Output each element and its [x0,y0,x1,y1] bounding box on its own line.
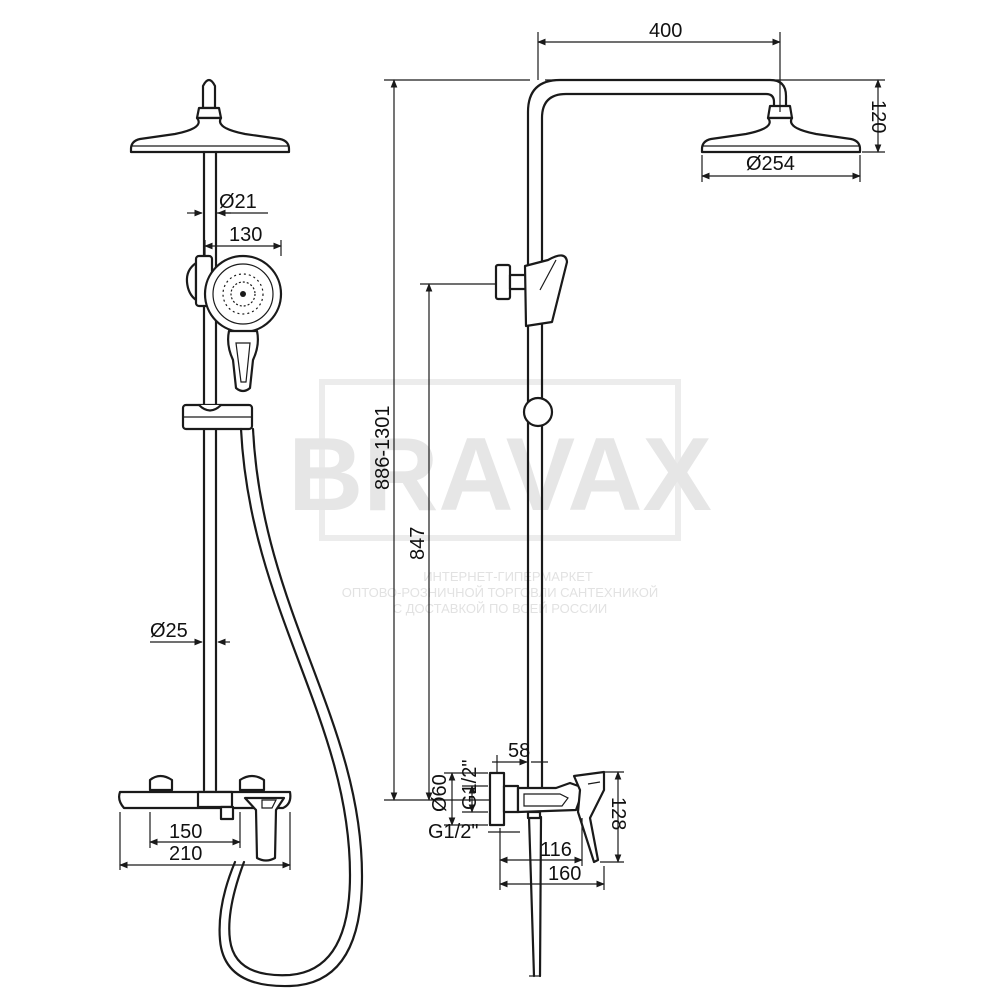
side-mixer [488,770,606,864]
dim-inlet-thread-bottom: G1/2" [428,821,478,843]
front-hand-shower [203,254,283,393]
dim-arm-length: 400 [649,20,682,42]
dim-flange-diameter: Ø60 [429,774,451,812]
dim-projection-outer: 160 [548,863,581,885]
dim-hand-shower-width: 130 [229,224,262,246]
watermark-logo-frame [319,379,681,541]
dim-mixer-total-width: 210 [169,843,202,865]
dim-mount-height: 847 [407,527,429,560]
overhead-shower-head [129,78,291,154]
front-main-pipe [202,150,218,792]
dim-head-diameter: Ø254 [746,153,795,175]
side-slide-holder [522,396,554,428]
dim-inlet-thread-top: G1/2" [459,760,481,810]
watermark-line-3: С ДОСТАВКОЙ ПО ВСЕЙ РОССИИ [393,601,608,616]
side-overhead-shower-head [700,104,862,154]
dim-projection-inner: 116 [540,839,572,861]
watermark-line-1: ИНТЕРНЕТ-ГИПЕРМАРКЕТ [423,569,593,584]
dim-pipe-bottom-diameter: Ø25 [150,620,188,642]
watermark-line-2: ОПТОВО-РОЗНИЧНОЙ ТОРГОВЛИ САНТЕХНИКОЙ [342,585,658,600]
dim-mixer-width: 150 [169,821,202,843]
dim-eccentric-offset: 58 [508,740,530,762]
dim-mixer-height: 128 [607,797,629,830]
front-slide-holder [181,403,254,431]
dim-head-height: 120 [867,100,889,133]
front-hose [218,427,364,988]
side-hose [527,815,543,978]
front-mixer [118,774,292,862]
side-dimensions: 400 120 Ø254 886-1301 847 58 G1/ [372,20,889,890]
front-view: Ø21 130 Ø25 150 210 [118,78,364,988]
dim-pipe-top-diameter: Ø21 [219,191,257,213]
side-view: 400 120 Ø254 886-1301 847 58 G1/ [372,20,889,978]
side-hand-shower-holder [494,254,569,328]
dim-total-height: 886-1301 [372,405,394,490]
watermark-logo: BRAVAX [288,417,712,533]
watermark: BRAVAX ИНТЕРНЕТ-ГИПЕРМАРКЕТ ОПТОВО-РОЗНИ… [288,379,712,616]
front-dimensions: Ø21 130 Ø25 150 210 [119,191,291,870]
